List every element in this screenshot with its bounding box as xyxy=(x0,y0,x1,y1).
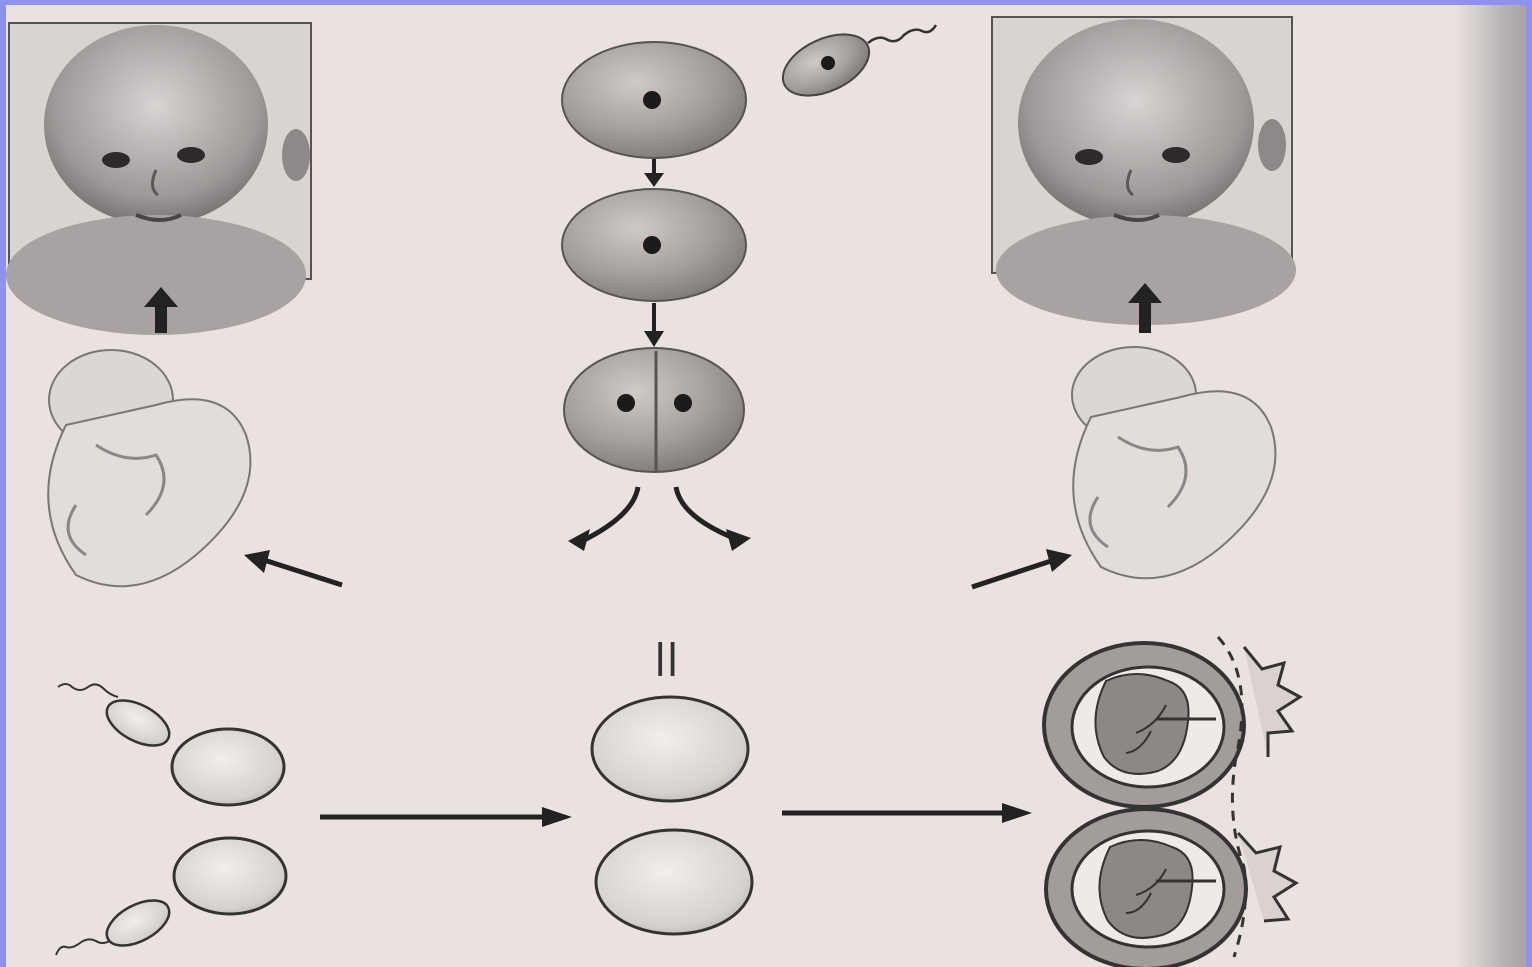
blastocyst-bottom xyxy=(1046,809,1296,967)
sperm-icon-bottom-1 xyxy=(58,684,176,755)
arrow-to-fetus-right xyxy=(972,549,1072,587)
egg-cell-middle-1 xyxy=(592,697,748,801)
arrow-right-1 xyxy=(320,807,572,827)
egg-cell-bottom-1 xyxy=(172,729,284,805)
sperm-icon-top xyxy=(773,22,936,108)
diagram-page: || xyxy=(6,5,1526,967)
equality-mark: || xyxy=(654,637,679,677)
baby-photo-left xyxy=(6,23,311,335)
arrow-down-2 xyxy=(644,303,664,347)
zygote-cell-2 xyxy=(562,189,746,301)
two-cell-embryo xyxy=(564,348,744,472)
arrow-to-fetus-left xyxy=(244,550,342,585)
egg-cell-middle-2 xyxy=(596,830,752,934)
arrow-right-2 xyxy=(782,803,1032,823)
zygote-cell xyxy=(562,42,746,158)
baby-photo-right xyxy=(992,17,1296,325)
fetus-left xyxy=(48,350,250,586)
blastocyst-top xyxy=(1044,643,1300,807)
sperm-icon-bottom-2 xyxy=(56,891,176,955)
arrow-split-left xyxy=(568,487,638,551)
arrow-split-right xyxy=(676,487,751,551)
fetus-right xyxy=(1072,347,1275,578)
twins-diagram xyxy=(6,5,1526,967)
egg-cell-bottom-2 xyxy=(174,838,286,914)
arrow-down-1 xyxy=(644,159,664,187)
